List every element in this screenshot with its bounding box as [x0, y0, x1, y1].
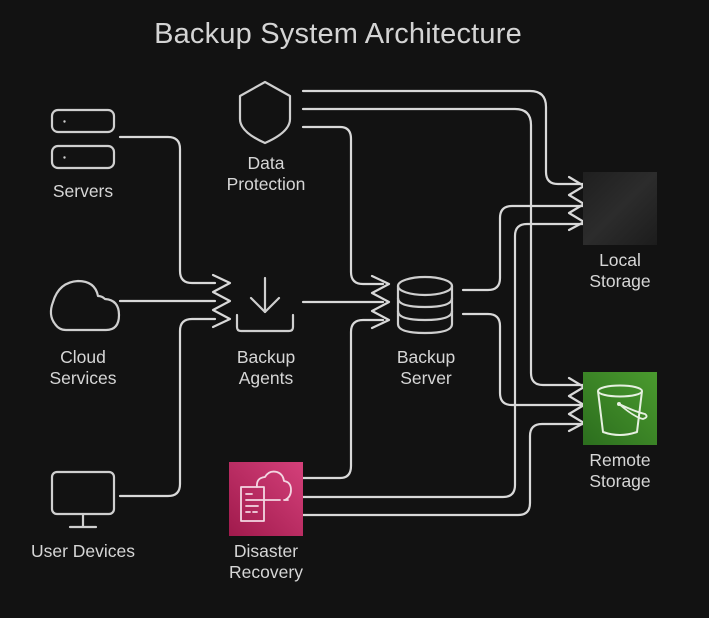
shield-icon — [238, 80, 292, 145]
edges — [118, 89, 586, 517]
cloud-icon — [49, 279, 121, 332]
arrowhead-backup-server — [370, 274, 391, 330]
edge-disaster-recovery-to-local-storage — [301, 222, 585, 499]
edge-data-protection-to-backup-server — [301, 125, 385, 286]
edge-disaster-recovery-to-backup-server — [301, 318, 385, 480]
local-storage-label: Local Storage — [550, 250, 690, 292]
edge-user-devices-to-backup-agents — [118, 317, 217, 498]
backup-server-label: Backup Server — [356, 347, 496, 389]
database-icon — [396, 275, 454, 335]
local-storage-label-line1: Local — [599, 250, 641, 270]
disaster-recovery-tile — [229, 462, 303, 536]
edge-disaster-recovery-to-remote-storage — [301, 422, 585, 517]
arrowhead-backup-agents — [211, 273, 232, 329]
edge-backup-server-to-remote-storage — [461, 312, 585, 407]
server-stack-icon — [50, 108, 116, 170]
remote-storage-label: Remote Storage — [550, 450, 690, 492]
backup-agents-label-line1: Backup — [236, 347, 296, 367]
data-protection-label: Data Protection — [196, 153, 336, 195]
edge-backup-server-to-local-storage — [461, 204, 585, 292]
storage-block-icon — [583, 172, 657, 245]
data-protection-label-line1: Data — [247, 153, 285, 173]
servers-label: Servers — [13, 181, 153, 202]
user-devices-label: User Devices — [13, 541, 153, 562]
diagram-title: Backup System Architecture — [154, 18, 522, 50]
cloud-services-label: Cloud Services — [13, 347, 153, 389]
servers-label-text: Servers — [52, 181, 114, 201]
disaster-recovery-label: Disaster Recovery — [196, 541, 336, 583]
remote-storage-tile — [583, 372, 657, 445]
document-cloud-icon — [240, 470, 292, 522]
backup-agents-label: Backup Agents — [196, 347, 336, 389]
user-devices-label-text: User Devices — [30, 541, 136, 561]
remote-storage-label-line2: Storage — [589, 471, 651, 491]
edge-data-protection-to-local-storage — [301, 89, 585, 186]
cloud-services-label-line1: Cloud — [60, 347, 106, 367]
download-tray-icon — [235, 276, 295, 333]
edge-servers-to-backup-agents — [118, 135, 217, 285]
cloud-services-label-line2: Services — [49, 368, 117, 388]
disaster-recovery-label-line1: Disaster — [233, 541, 299, 561]
monitor-icon — [50, 470, 116, 529]
edge-data-protection-to-remote-storage — [301, 107, 585, 387]
backup-agents-label-line2: Agents — [238, 368, 294, 388]
backup-server-label-line1: Backup — [396, 347, 456, 367]
disaster-recovery-label-line2: Recovery — [229, 562, 303, 582]
local-storage-label-line2: Storage — [589, 271, 651, 291]
remote-storage-label-line1: Remote — [589, 450, 651, 470]
backup-server-label-line2: Server — [400, 368, 452, 388]
bucket-icon — [597, 384, 648, 436]
data-protection-label-line2: Protection — [226, 174, 306, 194]
